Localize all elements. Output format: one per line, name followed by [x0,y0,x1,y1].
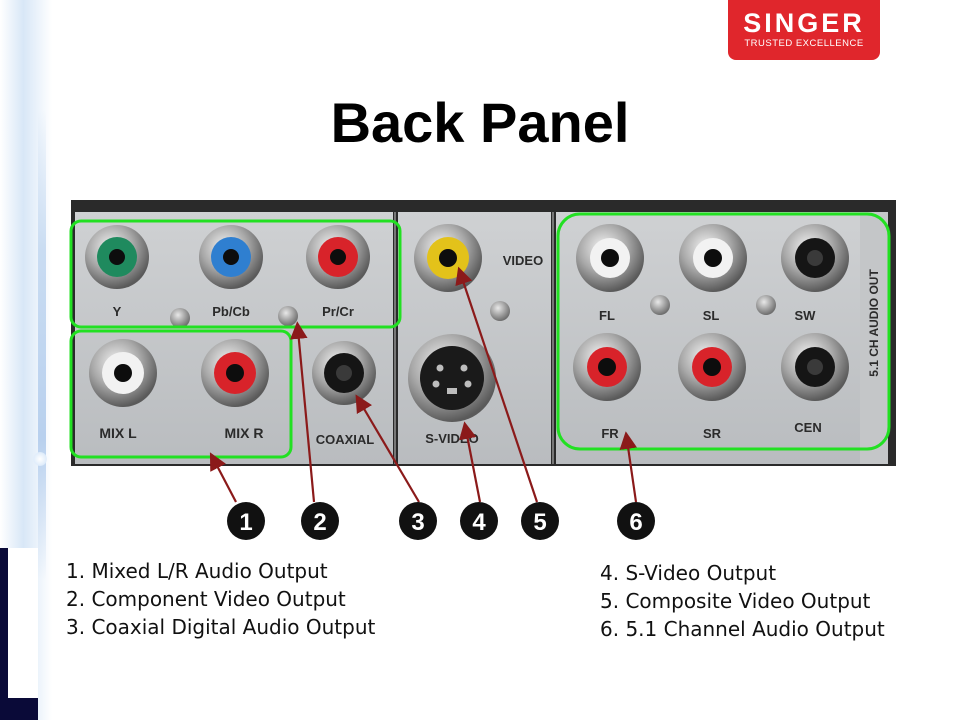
jack-fl [576,224,644,292]
jack-pr-cr [306,225,370,289]
jack-mix-r [201,339,269,407]
label-pb-cb: Pb/Cb [212,304,250,319]
legend-item-1: 1. Mixed L/R Audio Output [66,559,328,583]
label-video: VIDEO [503,253,543,268]
svg-text:2: 2 [313,509,326,536]
label-coaxial: COAXIAL [316,432,375,447]
logo-tagline: TRUSTED EXCELLENCE [744,38,864,49]
legend-right: 4. S-Video Output 5. Composite Video Out… [600,559,885,643]
legend-item-4: 4. S-Video Output [600,561,777,585]
decorative-navy-block [0,548,38,720]
highlight-outlines [69,212,891,459]
legend-item-3: 3. Coaxial Digital Audio Output [66,615,376,639]
legend-left: 1. Mixed L/R Audio Output 2. Component V… [66,557,375,641]
label-fl: FL [599,308,615,323]
jack-s-video [408,334,496,422]
decorative-glow-dot [33,452,47,466]
label-5-1-ch-audio-out: 5.1 CH AUDIO OUT [867,269,881,377]
singer-logo: SINGER TRUSTED EXCELLENCE [728,0,880,60]
label-fr: FR [601,426,619,441]
label-y: Y [113,304,122,319]
pointer-3 [355,394,420,503]
label-s-video: S-VIDEO [425,431,478,446]
jack-sw [781,224,849,292]
pointer-4 [459,421,482,503]
outline-mixed-audio [69,329,293,459]
pointer-6 [619,431,638,503]
jack-fr [573,333,641,401]
callout-1: 1 [227,502,265,540]
pointer-1 [209,452,237,503]
label-sw: SW [795,308,817,323]
callout-5: 5 [521,502,559,540]
label-mix-l: MIX L [99,425,137,441]
callout-6: 6 [617,502,655,540]
jack-video [414,224,482,292]
pointer-5 [455,266,539,503]
svg-text:1: 1 [239,509,252,536]
label-cen: CEN [794,420,821,435]
jack-sr [678,333,746,401]
callout-2: 2 [301,502,339,540]
callout-3: 3 [399,502,437,540]
svg-text:6: 6 [629,509,642,536]
svg-text:3: 3 [411,509,424,536]
logo-wordmark: SINGER [743,8,865,38]
jack-mix-l [89,339,157,407]
label-sr: SR [703,426,722,441]
outline-component-video [69,219,402,329]
outline-5-1-audio [556,212,891,451]
label-mix-r: MIX R [225,425,264,441]
decorative-light-streak [38,110,46,580]
jack-coaxial [312,341,376,405]
label-sl: SL [703,308,720,323]
slide-title: Back Panel [330,91,630,154]
callout-pointers [209,266,638,503]
jack-pb-cb [199,225,263,289]
svg-text:5: 5 [533,509,546,536]
legend-item-6: 6. 5.1 Channel Audio Output [600,617,885,641]
jack-sl [679,224,747,292]
legend-item-5: 5. Composite Video Output [600,589,871,613]
panel-screws [170,295,776,328]
callout-4: 4 [460,502,498,540]
svg-text:4: 4 [472,509,486,536]
jack-cen [781,333,849,401]
label-pr-cr: Pr/Cr [322,304,354,319]
jack-y [85,225,149,289]
legend-item-2: 2. Component Video Output [66,587,346,611]
pointer-2 [290,321,316,503]
